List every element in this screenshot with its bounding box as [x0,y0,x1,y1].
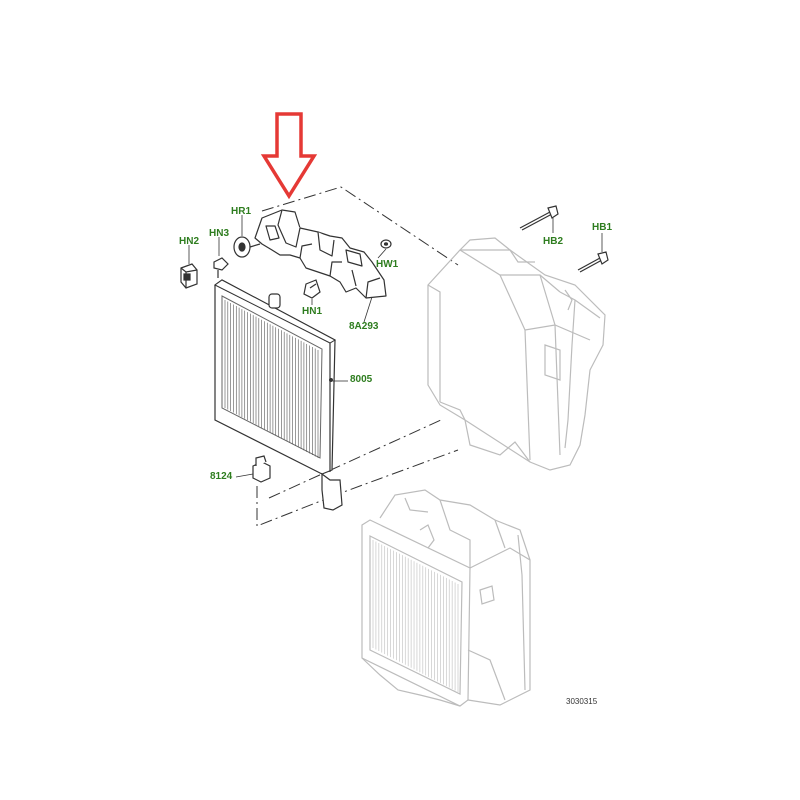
callout-hn2: HN2 [179,236,200,247]
rivet-hr1 [233,236,261,258]
bolt-hb2 [519,205,559,231]
alignment-lines [256,186,459,527]
callout-8005: 8005 [350,374,373,385]
fan-shroud-ghost [427,237,606,471]
assembled-radiator-fins [372,540,459,692]
callout-hw1: HW1 [376,259,399,270]
highlight-arrow [260,112,318,200]
reference-number: 3030315 [566,697,598,706]
grommet-hn1 [303,279,321,299]
clip-hn3 [213,257,229,278]
radiator-mounting-bracket [254,209,387,299]
callout-8124: 8124 [210,471,233,482]
callout-hr1: HR1 [231,206,252,217]
leader-lines [188,215,603,478]
bolt-hb1 [577,251,609,273]
callout-hb2: HB2 [543,236,564,247]
callout-hn1: HN1 [302,306,323,317]
washer-hw1 [380,239,392,249]
mount-8124 [252,455,271,483]
callout-hn3: HN3 [209,228,230,239]
callout-hb1: HB1 [592,222,613,233]
callout-8a293: 8A293 [349,321,379,332]
assembled-view-ghost [361,489,531,707]
nut-hn2 [180,263,198,289]
radiator-fins [224,300,319,458]
